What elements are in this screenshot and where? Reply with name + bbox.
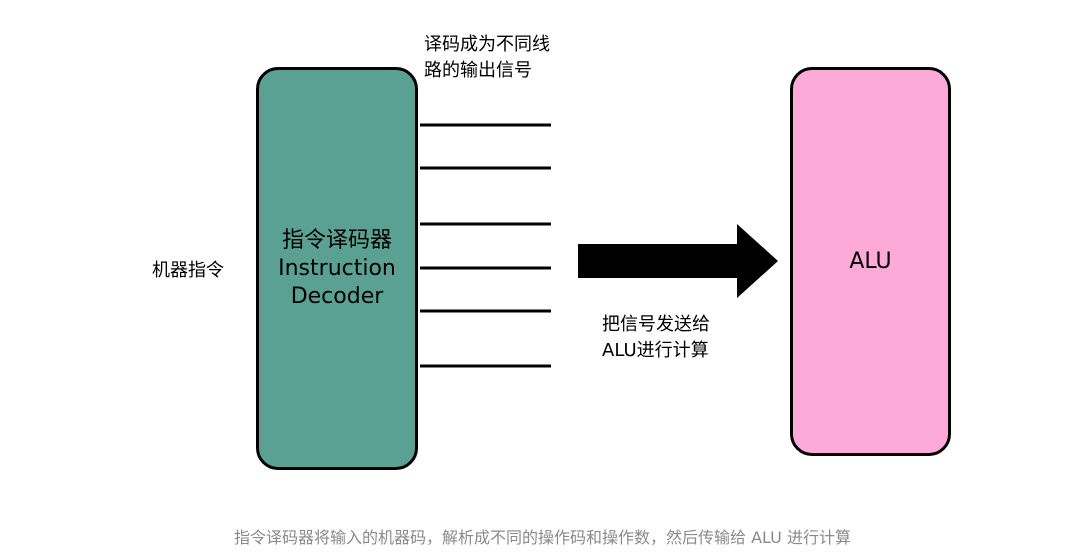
figure-caption: 指令译码器将输入的机器码，解析成不同的操作码和操作数，然后传输给 ALU 进行计…	[234, 528, 851, 547]
decoder-label-line-2: Instruction	[278, 255, 396, 281]
decoder-label-line-3: Decoder	[290, 283, 384, 309]
diagram-connectors	[420, 123, 778, 368]
decoder-label-line-1: 指令译码器	[281, 227, 392, 253]
alu-label: ALU	[849, 248, 892, 274]
send-to-alu-label: 把信号发送给ALU进行计算	[602, 314, 710, 361]
instruction-decoder-box: 指令译码器 Instruction Decoder	[256, 67, 418, 470]
alu-box: ALU	[790, 67, 951, 456]
send-to-alu-arrow	[578, 224, 778, 298]
decoded-output-label: 译码成为不同线路的输出信号	[424, 34, 550, 81]
output-signal-lines	[420, 123, 551, 368]
machine-instruction-label: 机器指令	[152, 260, 224, 281]
decoder-alu-diagram: 机器指令 译码成为不同线路的输出信号 指令译码器 Instruction Dec…	[152, 34, 951, 470]
